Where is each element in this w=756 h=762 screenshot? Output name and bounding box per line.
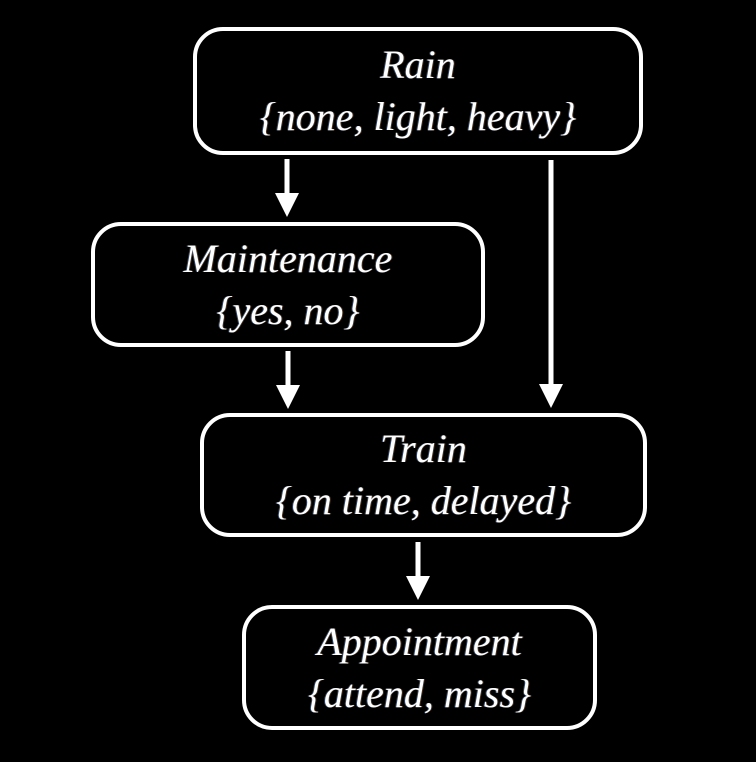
node-appointment-values: {attend, miss} bbox=[307, 670, 532, 716]
node-appointment: Appointment {attend, miss} bbox=[242, 605, 597, 730]
edge-train-to-appointment bbox=[406, 542, 430, 600]
node-maintenance-title: Maintenance bbox=[183, 235, 393, 281]
node-rain-title: Rain bbox=[380, 42, 456, 87]
node-maintenance: Maintenance {yes, no} bbox=[91, 222, 485, 347]
node-maintenance-values: {yes, no} bbox=[216, 287, 360, 333]
node-appointment-title: Appointment bbox=[317, 618, 522, 664]
edge-maintenance-to-train bbox=[276, 351, 300, 409]
edge-rain-to-maintenance bbox=[275, 159, 299, 217]
node-rain: Rain {none, light, heavy} bbox=[193, 27, 643, 155]
node-train-values: {on time, delayed} bbox=[275, 478, 572, 523]
node-rain-values: {none, light, heavy} bbox=[259, 94, 577, 139]
node-train: Train {on time, delayed} bbox=[200, 413, 647, 537]
edge-rain-to-train bbox=[539, 160, 563, 408]
node-train-title: Train bbox=[380, 426, 467, 471]
